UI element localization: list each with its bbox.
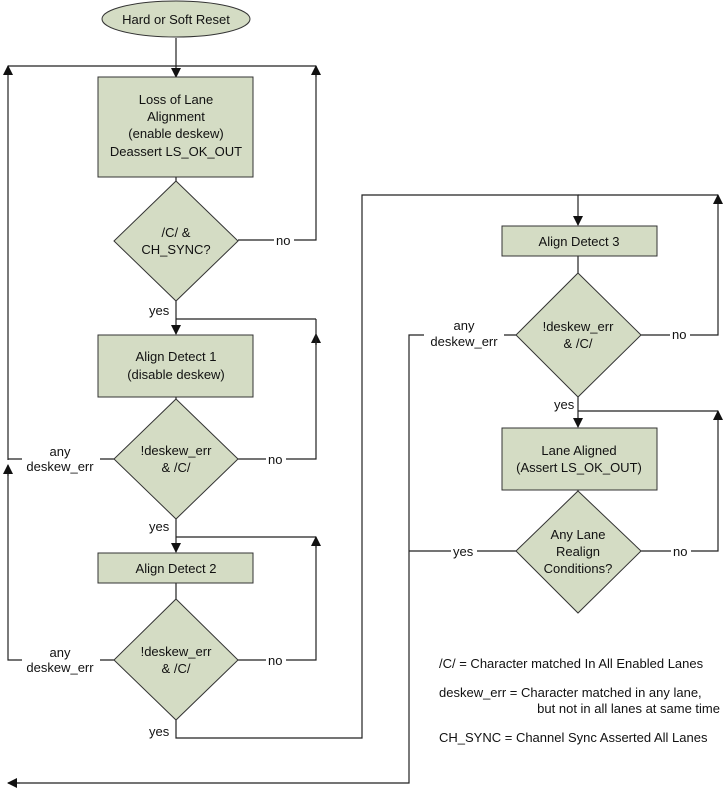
state-label-line: Lane Aligned [541, 443, 616, 458]
label-any: any [454, 318, 475, 333]
start-label: Hard or Soft Reset [122, 12, 230, 27]
state-loss-of-lane-alignment: Loss of Lane Alignment (enable deskew) D… [97, 76, 254, 178]
label-no: no [268, 452, 282, 467]
decision-label-line: Realign [556, 544, 600, 559]
decision-deskew-check-1: !deskew_err & /C/ [113, 398, 239, 520]
decision-realign-conditions: Any Lane Realign Conditions? [515, 490, 642, 614]
label-any: any [50, 444, 71, 459]
label-any: any [50, 645, 71, 660]
edge-decision1-no [238, 66, 317, 241]
state-align-detect-2: Align Detect 2 [97, 552, 254, 584]
decision-c-and-ch-sync: /C/ & CH_SYNC? [113, 180, 239, 302]
legend-c-definition: /C/ = Character matched In All Enabled L… [439, 656, 704, 671]
label-no: no [672, 327, 686, 342]
decision-label-line: & /C/ [162, 661, 191, 676]
decision-label-line: & /C/ [564, 336, 593, 351]
decision-label-line: Conditions? [544, 561, 613, 576]
decision-label-line: Any Lane [551, 527, 606, 542]
state-align-detect-1: Align Detect 1 (disable deskew) [97, 334, 254, 398]
edge-labels: no yes no yes any deskew_err no yes any … [22, 232, 691, 739]
decision-label-line: & /C/ [162, 460, 191, 475]
state-label-line: (enable deskew) [128, 126, 223, 141]
decision-label-line: CH_SYNC? [141, 242, 210, 257]
edge-decision5-no [641, 421, 719, 552]
label-deskew-err: deskew_err [26, 459, 94, 474]
edge-decision3-no [238, 538, 317, 661]
edge-decision3-yes [175, 194, 583, 739]
decision-label-line: !deskew_err [141, 443, 212, 458]
edge-decision4-no [641, 206, 719, 336]
decision-deskew-check-2: !deskew_err & /C/ [113, 598, 239, 721]
label-yes: yes [554, 397, 575, 412]
state-label-line: Align Detect 1 [136, 349, 217, 364]
label-yes: yes [149, 724, 170, 739]
label-no: no [276, 233, 290, 248]
legend: /C/ = Character matched In All Enabled L… [439, 656, 720, 745]
label-yes: yes [149, 519, 170, 534]
legend-ch-sync-definition: CH_SYNC = Channel Sync Asserted All Lane… [439, 730, 708, 745]
state-label-line: (disable deskew) [127, 367, 225, 382]
state-align-detect-3: Align Detect 3 [501, 225, 658, 257]
state-label-line: Deassert LS_OK_OUT [110, 144, 242, 159]
label-yes: yes [149, 303, 170, 318]
state-label-line: Alignment [147, 109, 205, 124]
decision-deskew-check-3: !deskew_err & /C/ [515, 272, 642, 398]
decision-label-line: !deskew_err [543, 319, 614, 334]
label-deskew-err: deskew_err [430, 334, 498, 349]
decision-label-line: !deskew_err [141, 644, 212, 659]
state-label-line: Align Detect 2 [136, 561, 217, 576]
label-yes: yes [453, 544, 474, 559]
label-no: no [268, 653, 282, 668]
state-label-line: (Assert LS_OK_OUT) [516, 460, 642, 475]
edge-decision2-no [238, 335, 317, 460]
start-node: Hard or Soft Reset [101, 0, 251, 38]
label-deskew-err: deskew_err [26, 660, 94, 675]
legend-deskew-err-continuation: but not in all lanes at same time [537, 701, 720, 716]
state-label-line: Loss of Lane [139, 92, 213, 107]
edge-decision4-any [8, 334, 516, 784]
state-label-line: Align Detect 3 [539, 234, 620, 249]
legend-deskew-err-definition: deskew_err = Character matched in any la… [439, 685, 702, 700]
decision-label-line: /C/ & [162, 225, 191, 240]
state-lane-aligned: Lane Aligned (Assert LS_OK_OUT) [501, 427, 658, 491]
label-no: no [673, 544, 687, 559]
